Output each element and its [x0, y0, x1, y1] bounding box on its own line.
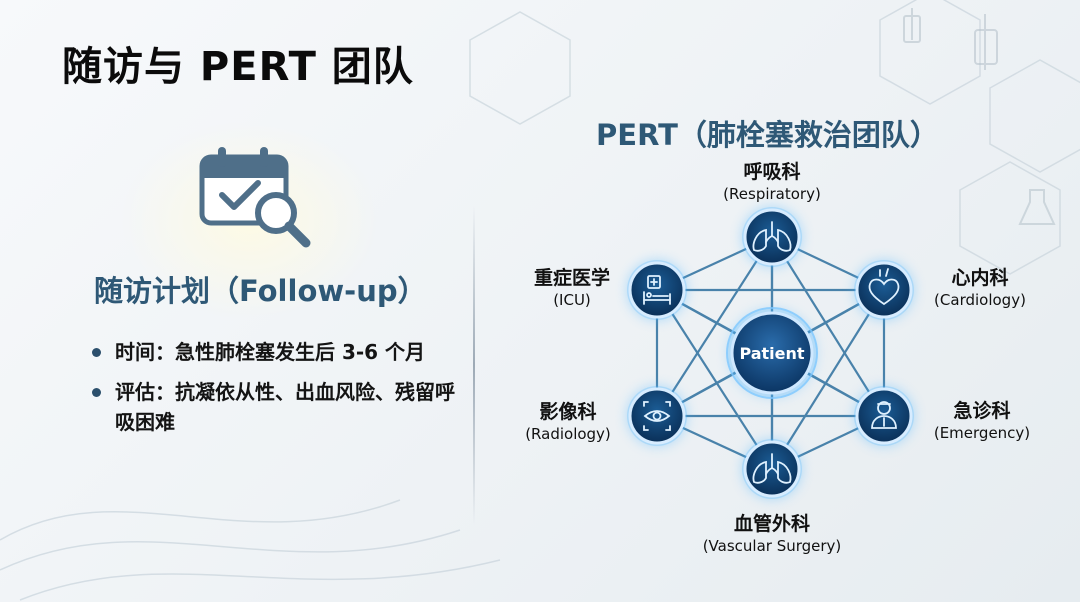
- eye-scan-icon: [643, 401, 671, 431]
- lungs-icon: [752, 453, 792, 484]
- node-vascular: [742, 439, 802, 499]
- followup-bullet-list: 时间：急性肺栓塞发生后 3-6 个月 评估：抗凝依从性、出血风险、残留呼吸困难: [88, 337, 458, 447]
- patient-label: Patient: [739, 344, 804, 363]
- label-en: (Respiratory): [723, 185, 821, 203]
- followup-heading: 随访计划（Follow-up）: [94, 274, 427, 308]
- label-icu: 重症医学 (ICU): [514, 266, 630, 310]
- node-icu: [627, 260, 687, 320]
- label-zh: 呼吸科: [743, 161, 801, 183]
- label-zh: 重症医学: [533, 267, 610, 289]
- label-zh: 血管外科: [733, 513, 810, 535]
- label-en: (Cardiology): [934, 291, 1026, 309]
- label-vascular: 血管外科 (Vascular Surgery): [690, 512, 854, 556]
- label-zh: 急诊科: [953, 400, 1011, 422]
- bullet-item: 时间：急性肺栓塞发生后 3-6 个月: [88, 337, 458, 367]
- node-cardiology: [854, 260, 914, 320]
- doctor-icon: [871, 401, 897, 429]
- calendar-magnifier-icon: [199, 147, 311, 248]
- page-title: 随访与 PERT 团队: [62, 44, 414, 90]
- node-emergency: [854, 386, 914, 446]
- bullet-item: 评估：抗凝依从性、出血风险、残留呼吸困难: [88, 377, 458, 437]
- label-en: (Radiology): [525, 425, 611, 443]
- label-en: (ICU): [553, 291, 591, 309]
- label-zh: 心内科: [951, 267, 1009, 289]
- label-zh: 影像科: [539, 401, 597, 423]
- label-cardiology: 心内科 (Cardiology): [922, 266, 1038, 310]
- lungs-icon: [752, 221, 792, 252]
- patient-node: Patient: [726, 307, 818, 399]
- label-en: (Emergency): [933, 424, 1031, 442]
- label-emergency: 急诊科 (Emergency): [924, 399, 1040, 443]
- node-respiratory: [742, 207, 802, 267]
- hospital-bed-icon: [643, 275, 671, 305]
- label-respiratory: 呼吸科 (Respiratory): [710, 160, 834, 204]
- node-radiology: [627, 386, 687, 446]
- heart-icon: [868, 268, 900, 306]
- label-radiology: 影像科 (Radiology): [510, 400, 626, 444]
- label-en: (Vascular Surgery): [702, 537, 842, 555]
- section-divider: [473, 205, 475, 525]
- pert-heading: PERT（肺栓塞救治团队）: [596, 118, 939, 152]
